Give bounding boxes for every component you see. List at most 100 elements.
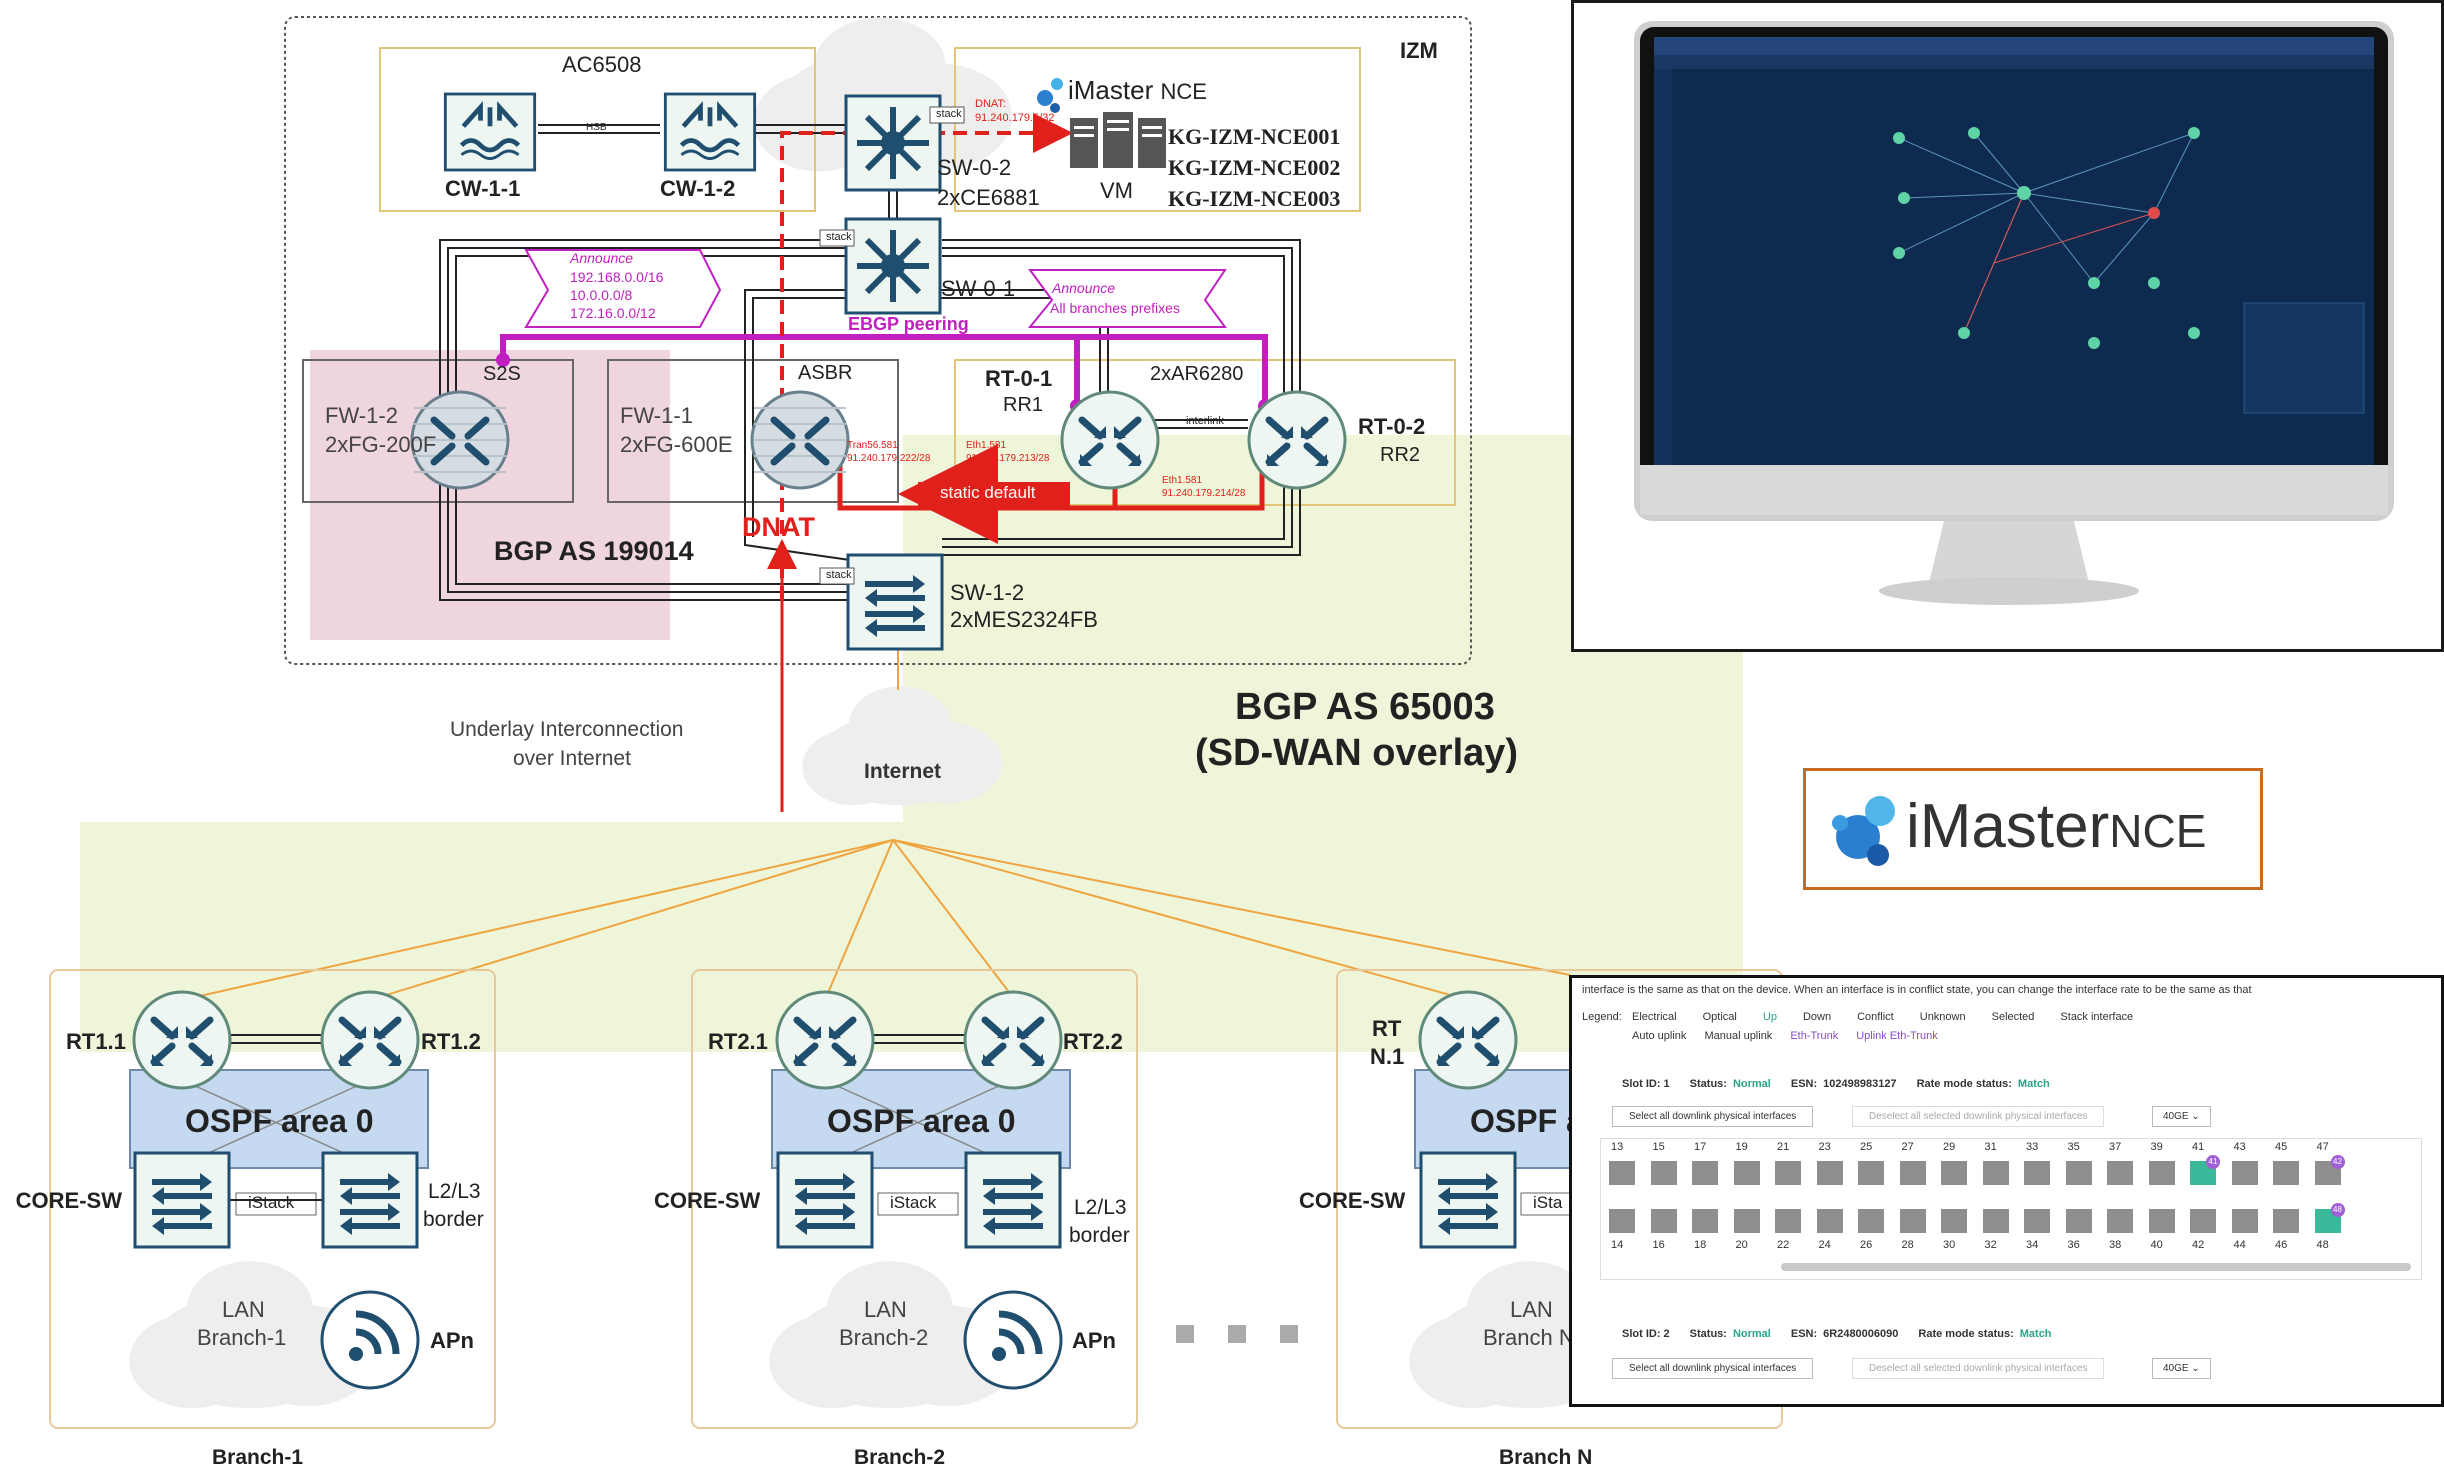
legend-stack: Stack interface <box>2060 1011 2134 1023</box>
port-top[interactable] <box>1816 1161 1843 1185</box>
underlay-line1: Underlay Interconnection <box>450 718 684 741</box>
port-bottom[interactable] <box>1650 1209 1677 1233</box>
port-label-bottom: 36 <box>2067 1239 2080 1251</box>
port-top[interactable] <box>1941 1161 1967 1185</box>
branch2-lan1: LAN <box>864 1297 907 1322</box>
port-bottom[interactable] <box>2273 1209 2299 1233</box>
dnat-small-ip: 91.240.179.5/32 <box>975 112 1055 124</box>
announce-left-prefix-1: 192.168.0.0/16 <box>570 269 664 285</box>
deselect-downlink-button-2[interactable]: Deselect all selected downlink physical … <box>1852 1358 2105 1379</box>
imaster-logo-brand: iMasterNCE <box>1906 792 2207 861</box>
port-label-top: 23 <box>1818 1141 1831 1153</box>
announce-left-prefix-2: 10.0.0.0/8 <box>570 287 633 303</box>
port-top[interactable] <box>2273 1161 2299 1185</box>
select-all-downlink-button-1[interactable]: Select all downlink physical interfaces <box>1612 1106 1814 1127</box>
rr2-label: RR2 <box>1380 444 1421 466</box>
branch2-istack: iStack <box>890 1193 937 1212</box>
monitor-illustration <box>1634 21 2394 605</box>
branch1-ap: APn <box>430 1328 474 1353</box>
asbr-label: ASBR <box>798 362 853 384</box>
sw02-model: 2xCE6881 <box>937 185 1040 210</box>
port-top[interactable] <box>2231 1161 2258 1185</box>
port-bottom[interactable] <box>1816 1209 1843 1233</box>
port-bottom[interactable] <box>1899 1209 1926 1233</box>
port-top[interactable] <box>1858 1161 1884 1185</box>
port-top[interactable] <box>1733 1161 1760 1185</box>
port-label-bottom: 42 <box>2192 1239 2205 1251</box>
port-bottom[interactable] <box>2107 1209 2133 1233</box>
port-top[interactable] <box>1899 1161 1926 1185</box>
bgp-overlay-line1: BGP AS 65003 <box>1235 686 1495 728</box>
speed-select-1[interactable]: 40GE ⌄ <box>2152 1106 2211 1127</box>
port-label-top: 31 <box>1984 1141 1997 1153</box>
branchn-istack: iSta <box>1533 1193 1563 1212</box>
port-grid-scrollbar[interactable] <box>1781 1263 2411 1271</box>
port-label-bottom: 22 <box>1777 1239 1790 1251</box>
static-default-label: static default <box>940 483 1036 502</box>
port-label-bottom: 20 <box>1735 1239 1748 1251</box>
speed-select-2[interactable]: 40GE ⌄ <box>2152 1358 2211 1379</box>
eth1-ip: 91.240.179.213/28 <box>966 453 1050 464</box>
port-bottom[interactable] <box>2231 1209 2258 1233</box>
port-bottom[interactable] <box>1609 1209 1635 1233</box>
port-label-bottom: 38 <box>2109 1239 2122 1251</box>
branchn-lan2: Branch N <box>1483 1325 1575 1350</box>
fw12-name: FW-1-2 <box>325 403 398 428</box>
announce-left-title: Announce <box>570 250 634 266</box>
bgp-overlay-line2: (SD-WAN overlay) <box>1195 732 1519 774</box>
port-bottom[interactable] <box>2148 1209 2175 1233</box>
port-bottom[interactable] <box>1692 1209 1718 1233</box>
slot2-header: Slot ID: 2 Status:Normal ESN:6R248000609… <box>1622 1328 2052 1340</box>
port-label-bottom: 46 <box>2275 1239 2288 1251</box>
branch1-istack: iStack <box>248 1193 295 1212</box>
sw01-name: SW-0-1 <box>941 276 1016 301</box>
port-label-top: 45 <box>2275 1141 2288 1153</box>
branch1-lan2: Branch-1 <box>197 1325 287 1350</box>
dnat-label: DNAT <box>742 512 815 542</box>
nce-server-3: KG-IZM-NCE003 <box>1168 186 1341 211</box>
nce-brand-small: iMaster NCE <box>1068 75 1207 105</box>
port-top[interactable] <box>1775 1161 1801 1185</box>
port-top[interactable] <box>1609 1161 1635 1185</box>
port-label-top: 25 <box>1860 1141 1873 1153</box>
port-bottom[interactable] <box>1775 1209 1801 1233</box>
port-bottom[interactable] <box>2190 1209 2216 1233</box>
eth2-ip: 91.240.179.214/28 <box>1162 488 1246 499</box>
eth-trunk-badge: 41 <box>2206 1155 2220 1169</box>
select-all-downlink-button-2[interactable]: Select all downlink physical interfaces <box>1612 1358 1814 1379</box>
rt-model-label: 2xAR6280 <box>1150 363 1244 385</box>
port-bottom[interactable] <box>2024 1209 2050 1233</box>
hsb-label: HSB <box>586 122 607 133</box>
port-bottom[interactable] <box>1733 1209 1760 1233</box>
eth2-label: Eth1.581 <box>1162 475 1203 486</box>
port-top[interactable] <box>2024 1161 2050 1185</box>
legend-auto-uplink: Auto uplink <box>1632 1030 1687 1042</box>
branchn-lan1: LAN <box>1510 1297 1553 1322</box>
port-top[interactable] <box>2065 1161 2092 1185</box>
port-bottom[interactable] <box>2065 1209 2092 1233</box>
port-top[interactable] <box>1982 1161 2009 1185</box>
branch2-rt-a: RT2.1 <box>708 1029 768 1054</box>
port-label-top: 13 <box>1611 1141 1624 1153</box>
port-bottom[interactable] <box>1858 1209 1884 1233</box>
port-bottom[interactable] <box>1982 1209 2009 1233</box>
port-top[interactable] <box>2107 1161 2133 1185</box>
port-top[interactable] <box>1650 1161 1677 1185</box>
imaster-nce-logo-icon <box>1832 796 1895 866</box>
sw12-name: SW-1-2 <box>950 580 1025 605</box>
branch2-core: CORE-SW <box>654 1188 761 1213</box>
port-panel: interface is the same as that on the dev… <box>1569 975 2444 1407</box>
port-label-top: 47 <box>2316 1141 2329 1153</box>
port-label-bottom: 30 <box>1943 1239 1956 1251</box>
port-label-bottom: 14 <box>1611 1239 1624 1251</box>
dnat-small-label: DNAT: <box>975 98 1006 110</box>
deselect-downlink-button-1[interactable]: Deselect all selected downlink physical … <box>1852 1106 2105 1127</box>
branch1-core: CORE-SW <box>15 1188 122 1213</box>
port-top[interactable] <box>1692 1161 1718 1185</box>
port-label-bottom: 16 <box>1652 1239 1665 1251</box>
legend-uplink-eth-trunk: Uplink Eth-Trunk <box>1856 1030 1938 1042</box>
port-top[interactable] <box>2148 1161 2175 1185</box>
branch2-ap: APn <box>1072 1328 1116 1353</box>
port-bottom[interactable] <box>1941 1209 1967 1233</box>
vm-label: VM <box>1100 178 1133 203</box>
